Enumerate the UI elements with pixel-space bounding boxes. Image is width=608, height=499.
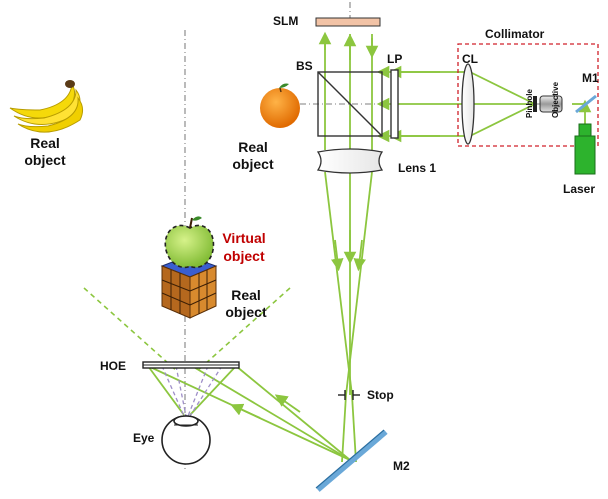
linear-polarizer (390, 69, 399, 139)
m1-label: M1 (582, 71, 599, 85)
eye-rays (161, 365, 223, 417)
laser-label: Laser (563, 182, 595, 196)
beam-splitter-cube (317, 71, 383, 137)
real-object-label-orange-line1: Real (238, 139, 268, 155)
beam-paths (147, 31, 592, 463)
aperture-stop (338, 390, 360, 400)
laser-source (574, 123, 596, 175)
objective-label: Objective (551, 81, 560, 118)
eye-label: Eye (133, 431, 155, 445)
objective-lens (539, 95, 563, 113)
banana-icon (9, 80, 84, 133)
collimating-lens (461, 63, 475, 145)
pinhole (533, 96, 537, 112)
m2-label: M2 (393, 459, 410, 473)
real-object-label-cube-line2: object (225, 304, 267, 320)
eye-icon (161, 415, 211, 465)
virtual-object-label-line2: object (223, 248, 265, 264)
lp-label: LP (387, 52, 402, 66)
field-of-view-right (195, 287, 291, 373)
pinhole-label: Pinhole (525, 89, 534, 118)
real-object-label-banana-line2: object (24, 152, 66, 168)
mirror-m2 (315, 429, 388, 492)
real-object-label-orange-line2: object (232, 156, 274, 172)
lens1-label: Lens 1 (398, 161, 436, 175)
slm-plate (315, 17, 381, 27)
orange-icon (260, 83, 300, 128)
bs-label: BS (296, 59, 313, 73)
hoe-label: HOE (100, 359, 126, 373)
collimator-box (457, 43, 599, 147)
apple-icon (164, 216, 215, 269)
real-object-label-banana-line1: Real (30, 135, 60, 151)
real-object-label-cube-line1: Real (231, 287, 261, 303)
mirror-m1 (575, 94, 597, 114)
stop-label: Stop (367, 388, 394, 402)
collimator-label: Collimator (485, 27, 545, 41)
field-of-view-left (83, 287, 179, 373)
lens-1 (316, 148, 384, 174)
virtual-object-label-line1: Virtual (222, 230, 265, 246)
hoe-element (142, 361, 240, 369)
slm-label: SLM (273, 14, 298, 28)
cl-label: CL (462, 52, 478, 66)
